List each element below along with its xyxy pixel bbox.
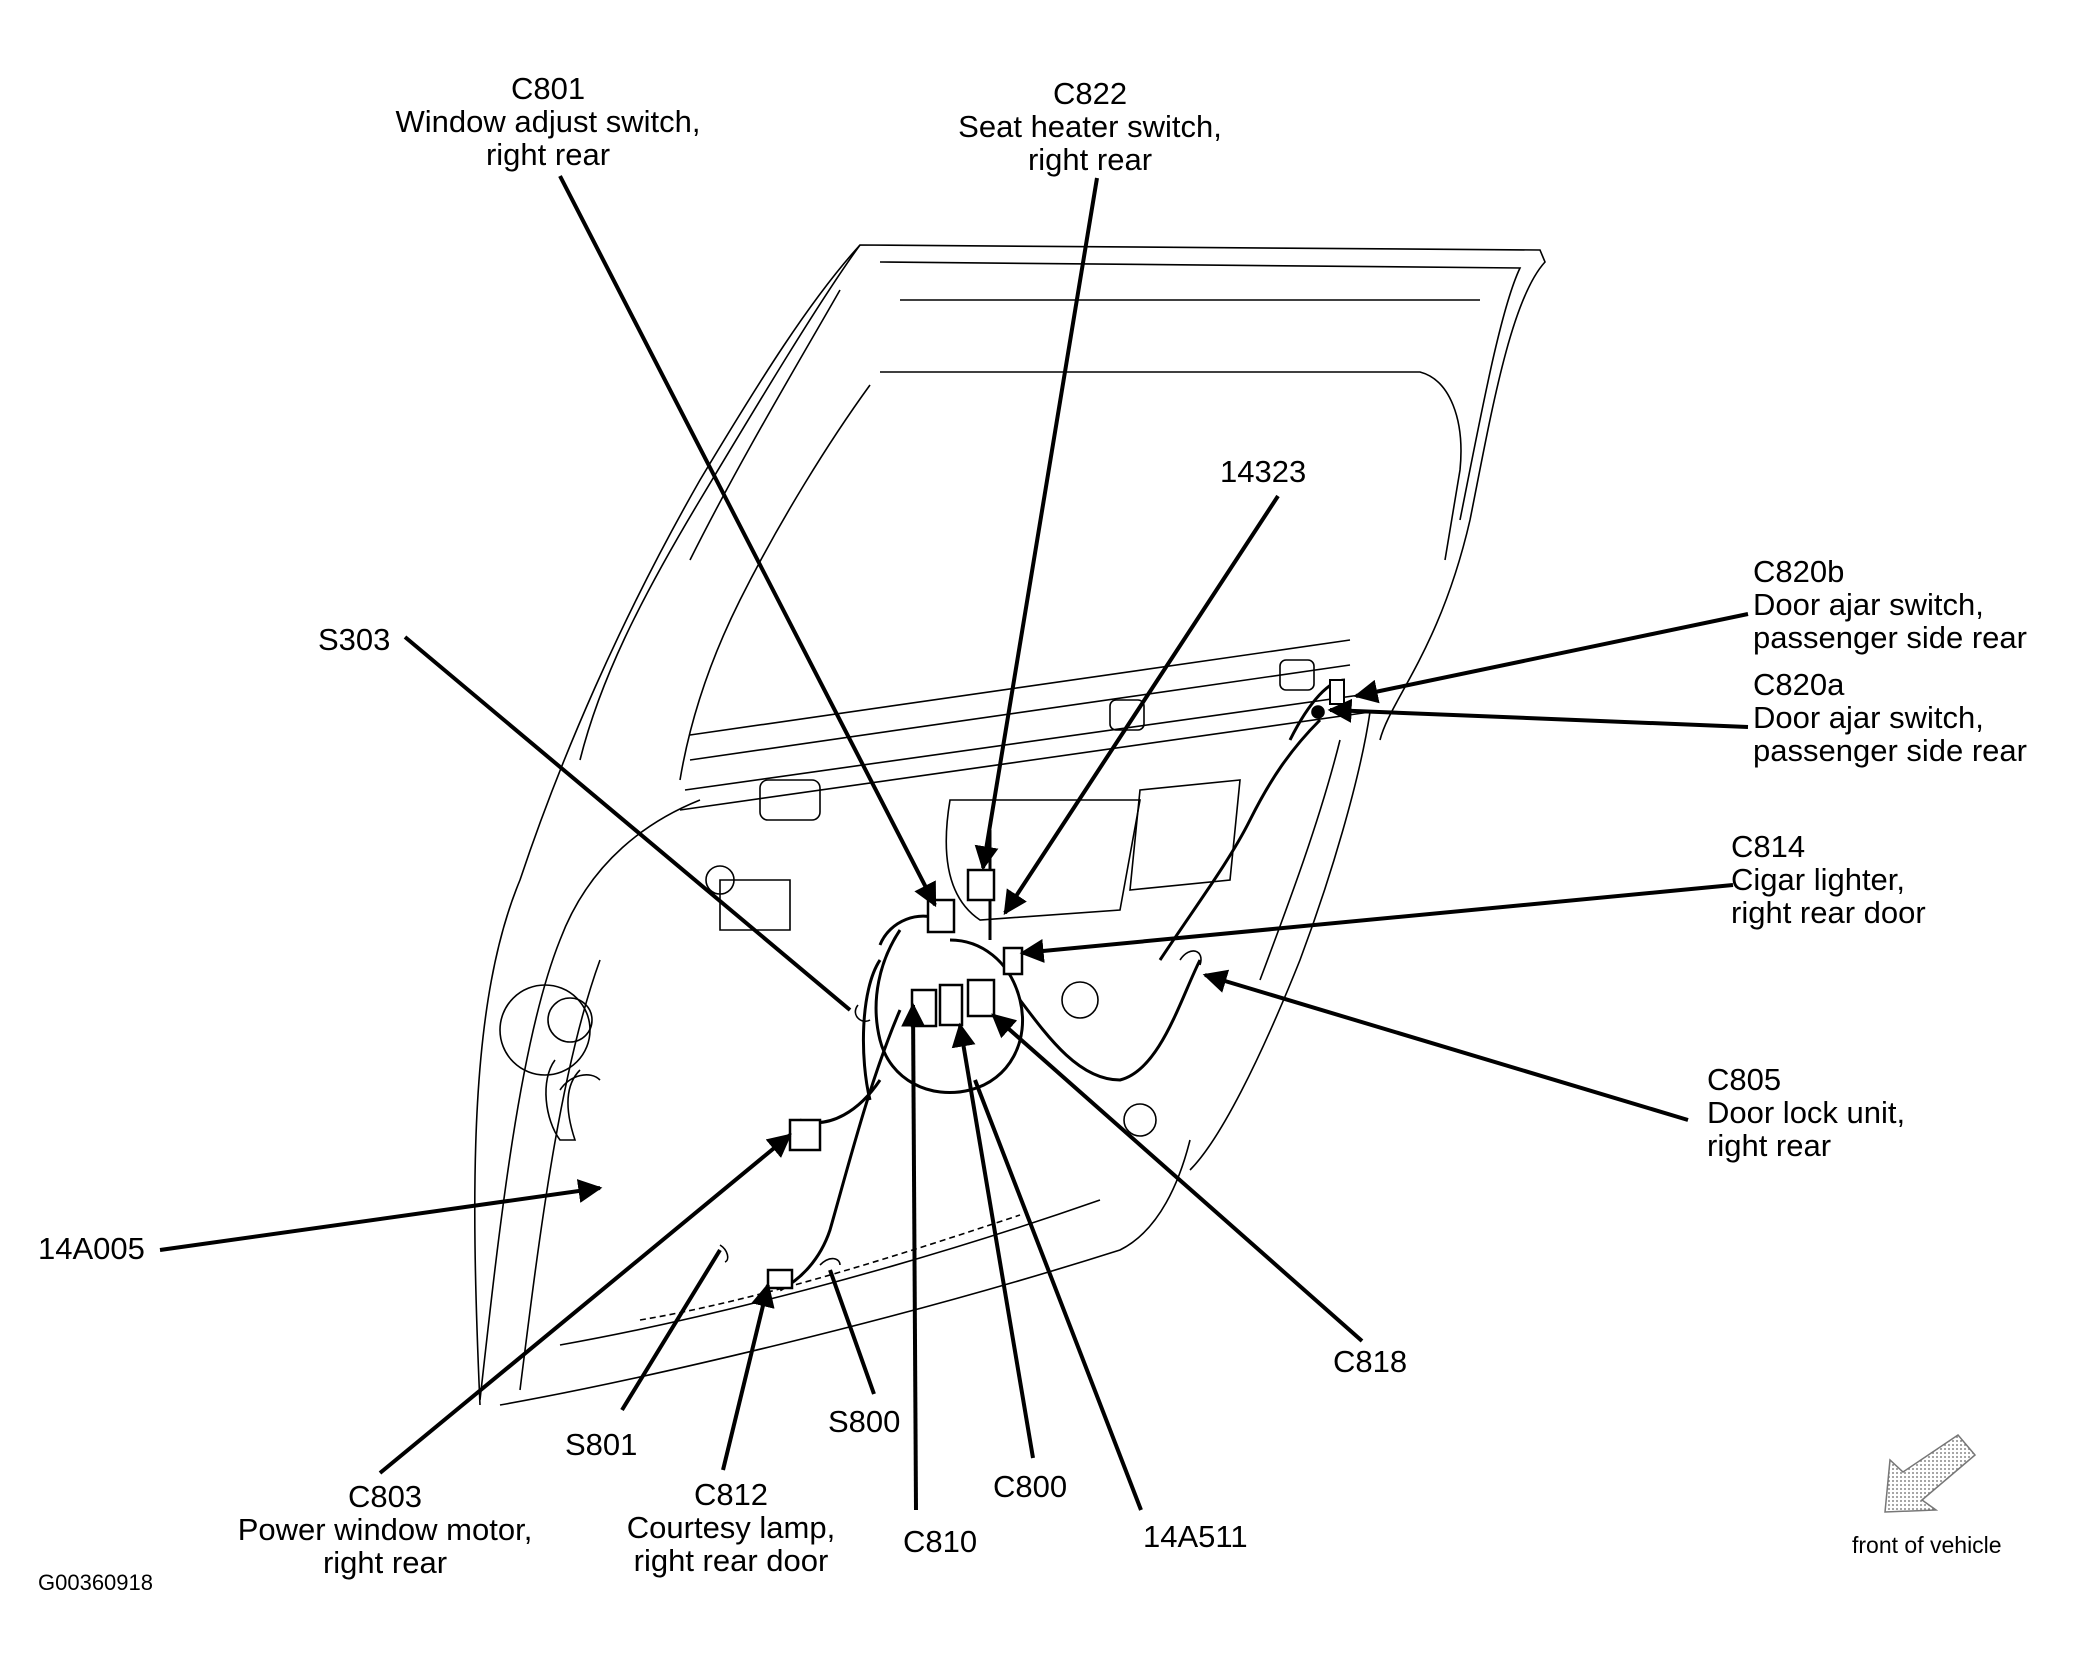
leader-c820a	[1327, 698, 1749, 729]
callout-code: C803	[347, 1479, 423, 1514]
callout-desc-line: Door ajar switch,	[1753, 587, 1984, 622]
callout-desc-line: Power window motor,	[237, 1512, 533, 1547]
callout-code: C812	[693, 1477, 769, 1512]
callout-desc-line: passenger side rear	[1753, 620, 2027, 655]
callout-code: 14A005	[38, 1231, 145, 1266]
leader-14a511	[973, 1079, 1143, 1511]
leader-c800	[951, 1022, 1035, 1459]
leader-c818	[991, 1013, 1364, 1343]
leader-s303	[403, 635, 852, 1012]
callout-c812: C812 Courtesy lamp, right rear door	[627, 1478, 835, 1577]
leader-c810	[901, 1002, 926, 1511]
leader-c801	[558, 175, 937, 908]
callout-desc-line: right rear	[485, 137, 611, 172]
callout-desc-line: right rear	[1707, 1128, 1832, 1163]
callout-code: C805	[1707, 1062, 1782, 1097]
leader-c814	[1019, 883, 1734, 963]
callout-code: S800	[828, 1404, 901, 1439]
leader-c805	[1202, 969, 1689, 1122]
callout-code: C822	[1052, 76, 1128, 111]
callout-s800: S800	[828, 1405, 900, 1438]
callout-desc-line: passenger side rear	[1753, 733, 2027, 768]
door-outline	[473, 244, 1546, 1406]
callout-desc-line: Cigar lighter,	[1731, 862, 1906, 897]
callout-desc-line: right rear	[1027, 142, 1153, 177]
figure-id: G00360918	[38, 1570, 153, 1595]
callout-code: C820a	[1753, 667, 1845, 702]
leader-c822	[974, 177, 1099, 871]
callout-c820b: C820b Door ajar switch, passenger side r…	[1753, 555, 2027, 654]
callout-c820a: C820a Door ajar switch, passenger side r…	[1753, 668, 2027, 767]
callout-desc-line: Door ajar switch,	[1753, 700, 1984, 735]
callout-desc-line: Window adjust switch,	[395, 104, 701, 139]
callout-code: C810	[903, 1524, 978, 1559]
leader-c812	[721, 1282, 775, 1471]
callout-14a511: 14A511	[1143, 1520, 1248, 1553]
callout-c810: C810	[903, 1525, 977, 1558]
callout-s303: S303	[318, 623, 390, 656]
callout-desc-line: Courtesy lamp,	[626, 1510, 836, 1545]
callout-c800: C800	[993, 1470, 1067, 1503]
callout-c803: C803 Power window motor, right rear	[238, 1480, 533, 1579]
orientation-label: front of vehicle	[1852, 1532, 2002, 1558]
callout-c814: C814 Cigar lighter, right rear door	[1731, 830, 1926, 929]
callout-desc-line: Door lock unit,	[1707, 1095, 1906, 1130]
callout-c805: C805 Door lock unit, right rear	[1707, 1063, 1905, 1162]
callout-code: C801	[510, 71, 586, 106]
callout-code: C818	[1333, 1344, 1408, 1379]
callout-desc-line: Seat heater switch,	[958, 109, 1222, 144]
callout-14a005: 14A005	[38, 1232, 145, 1265]
leader-s800	[828, 1269, 876, 1395]
leader-c803	[378, 1133, 792, 1475]
callout-code: C800	[993, 1469, 1068, 1504]
callout-desc-line: right rear	[322, 1545, 448, 1580]
callout-c822: C822 Seat heater switch, right rear	[958, 77, 1222, 176]
callout-code: S303	[318, 622, 391, 657]
callout-code: 14323	[1220, 454, 1307, 489]
callout-s801: S801	[565, 1428, 637, 1461]
leader-s801	[620, 1248, 722, 1412]
callout-code: 14A511	[1143, 1519, 1248, 1554]
callout-c801: C801 Window adjust switch, right rear	[396, 72, 701, 171]
callout-desc-line: right rear door	[633, 1543, 829, 1578]
leader-14a005	[159, 1179, 603, 1252]
callout-c818: C818	[1333, 1345, 1407, 1378]
leader-c820b	[1353, 612, 1749, 704]
front-of-vehicle-arrow-icon	[1884, 1434, 1977, 1513]
callout-code: C814	[1731, 829, 1806, 864]
callout-desc-line: right rear door	[1731, 895, 1926, 930]
callout-code: C820b	[1753, 554, 1845, 589]
callout-code: S801	[565, 1427, 638, 1462]
leader-lines	[159, 175, 1749, 1511]
callout-14323: 14323	[1220, 455, 1306, 488]
leader-14323	[1003, 494, 1280, 916]
